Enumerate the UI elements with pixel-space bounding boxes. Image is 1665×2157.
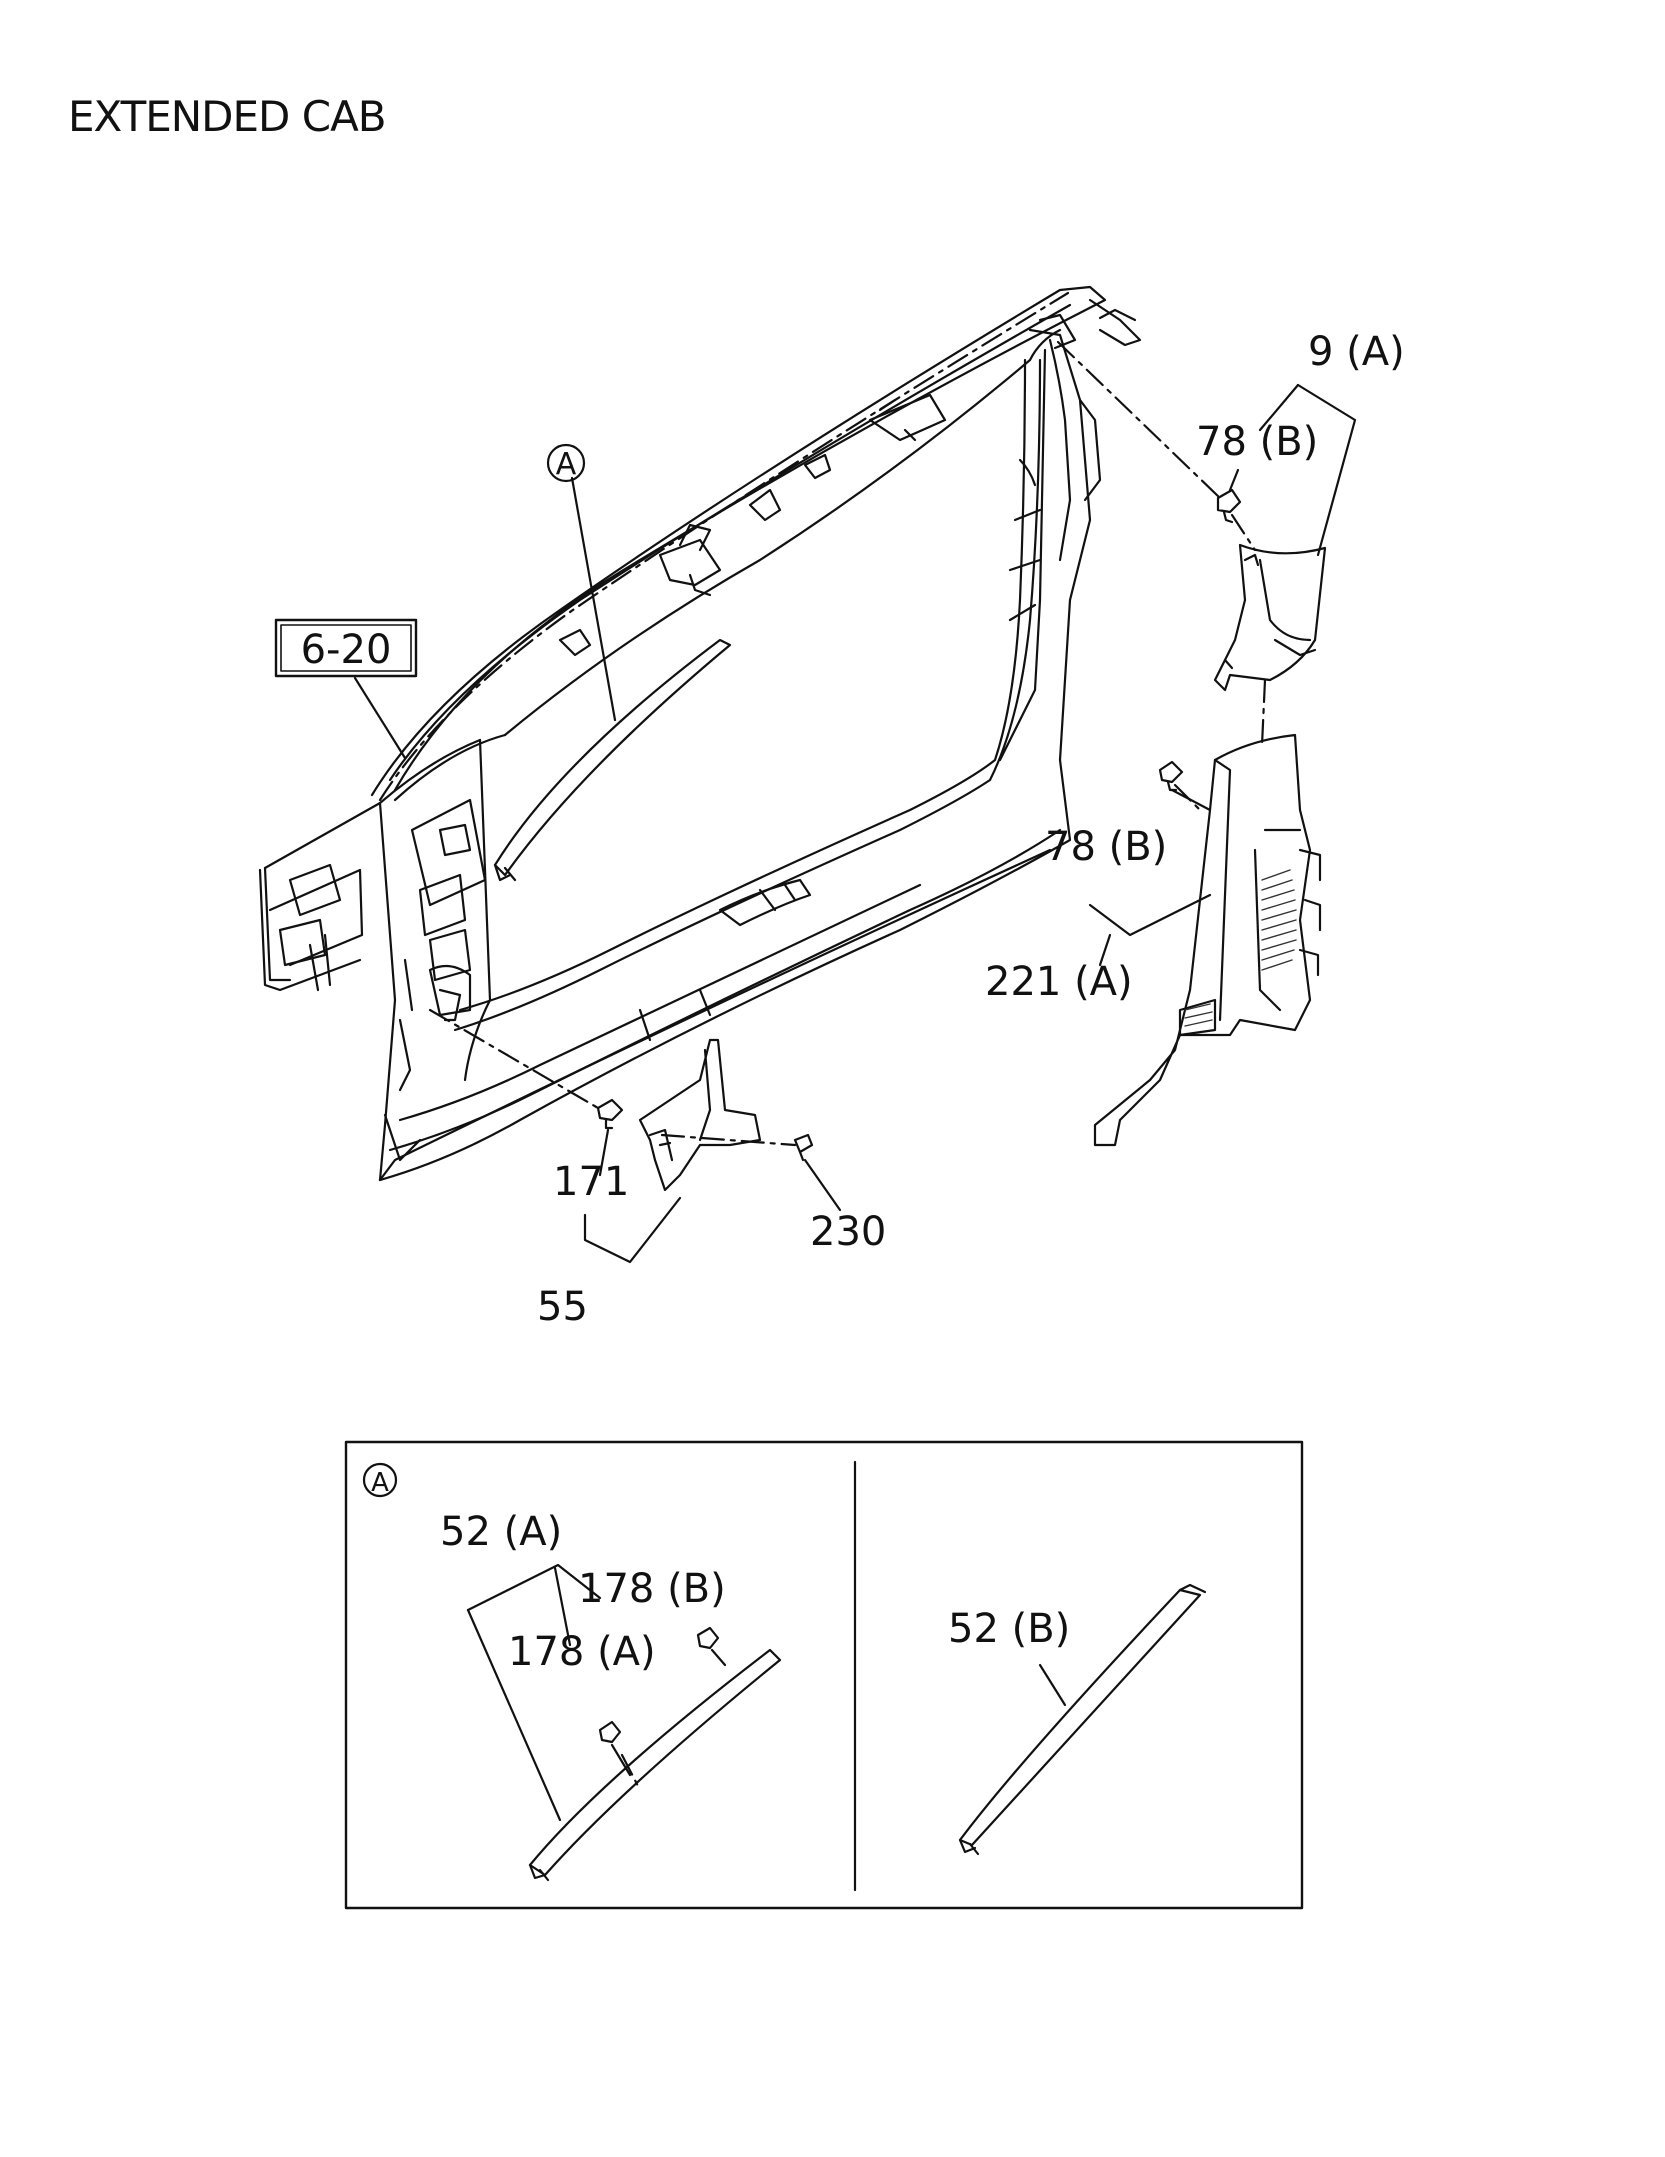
detail-marker-circle-inset	[362, 1462, 398, 1498]
cowl-side-trim	[638, 1038, 762, 1192]
b-pillar-upper-trim	[1213, 543, 1327, 692]
callout-52b: 52 (B)	[948, 1606, 1070, 1652]
page-title: EXTENDED CAB	[68, 92, 387, 141]
detail-inset-marker-label: A	[371, 1468, 389, 1498]
a-pillar-detail-arrow	[620, 1753, 642, 1792]
clip-78b-mid	[1158, 760, 1184, 792]
callout-178b: 178 (B)	[578, 1566, 726, 1612]
detail-marker-label: A	[556, 447, 577, 482]
clip-230	[793, 1133, 814, 1162]
callout-171: 171	[553, 1159, 629, 1205]
callout-221a: 221 (A)	[985, 959, 1133, 1005]
leader-lines	[353, 383, 1357, 1264]
a-pillar-trim	[493, 638, 732, 882]
body-side-frame	[258, 285, 1142, 1182]
trim-52b	[958, 1583, 1207, 1856]
callout-178a: 178 (A)	[508, 1629, 656, 1675]
reference-box-label: 6-20	[301, 627, 392, 673]
b-pillar-lower-trim	[1093, 733, 1322, 1147]
callout-230: 230	[810, 1209, 886, 1255]
assembly-lines	[428, 340, 1267, 1147]
clip-171	[596, 1098, 624, 1130]
callout-78b-mid: 78 (B)	[1045, 824, 1167, 870]
callout-9a: 9 (A)	[1308, 329, 1405, 375]
callout-52a: 52 (A)	[440, 1509, 562, 1555]
callout-78b-top: 78 (B)	[1196, 419, 1318, 465]
hatch-pattern	[1184, 869, 1297, 1027]
clip-78b-top	[1216, 488, 1242, 524]
detail-frame	[344, 1440, 1304, 1910]
reference-box	[274, 618, 418, 678]
callout-55: 55	[537, 1284, 588, 1330]
trim-52a	[528, 1626, 782, 1882]
detail-leaders	[466, 1563, 1067, 1822]
detail-marker-circle	[546, 443, 586, 483]
